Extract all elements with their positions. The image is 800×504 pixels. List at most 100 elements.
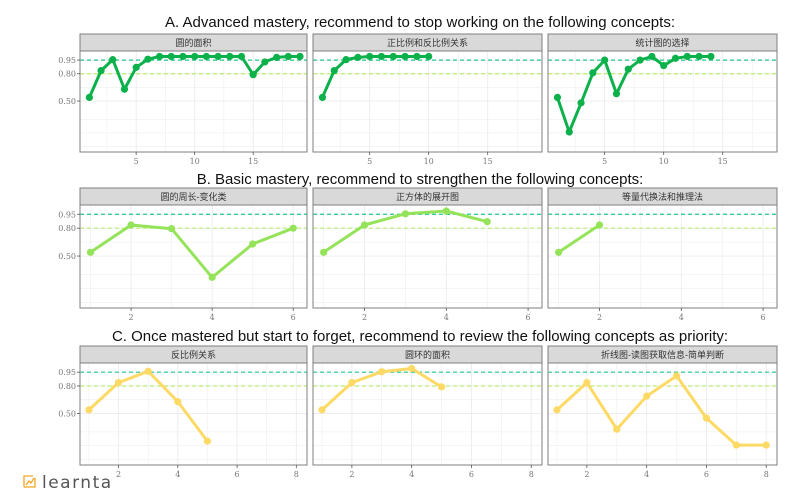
x-tick-label: 10 (659, 157, 669, 166)
data-point (732, 441, 740, 449)
data-point (366, 52, 374, 61)
x-tick-label: 6 (235, 470, 240, 479)
data-point (214, 52, 222, 61)
row-a: A. Advanced mastery, recommend to stop w… (58, 14, 778, 166)
logo-mark-icon (23, 475, 36, 488)
y-tick-label: 0.80 (58, 224, 76, 233)
data-point (671, 54, 680, 62)
data-point (601, 56, 609, 64)
data-point (401, 52, 409, 61)
x-tick-label: 5 (602, 157, 607, 166)
data-point (648, 52, 656, 61)
data-point (167, 52, 175, 61)
x-tick-label: 8 (764, 470, 769, 479)
facet-title: 圆环的面积 (405, 349, 450, 361)
y-tick-label: 0.95 (58, 56, 76, 65)
data-point (483, 218, 491, 226)
data-point (202, 52, 210, 61)
data-point (437, 383, 446, 391)
x-tick-label: 5 (367, 157, 372, 166)
data-point (360, 221, 369, 229)
x-tick-label: 4 (444, 313, 449, 322)
data-point (762, 441, 770, 449)
data-point (144, 367, 152, 375)
x-tick-label: 2 (362, 313, 367, 322)
series-line (321, 55, 429, 99)
x-tick-label: 4 (409, 470, 414, 479)
logo-text: learnta (42, 473, 113, 493)
data-point (660, 61, 668, 70)
panel-border (547, 362, 778, 466)
data-point (320, 248, 328, 256)
x-tick-label: 10 (424, 157, 434, 166)
x-tick-label: 4 (210, 313, 215, 322)
x-tick-label: 2 (584, 470, 589, 479)
panel-border (312, 204, 543, 309)
x-tick-label: 6 (291, 313, 296, 322)
data-point (179, 52, 187, 61)
data-point (624, 65, 632, 73)
x-tick-label: 4 (175, 470, 180, 479)
y-tick-label: 0.80 (58, 70, 76, 79)
facet-title: 等量代换法和推理法 (622, 191, 703, 203)
data-point (589, 69, 597, 77)
data-point (249, 240, 257, 248)
facet-title: 折线图-读图获取信息-简单判断 (601, 349, 724, 361)
facet-title: 正方体的展开图 (396, 191, 459, 203)
data-point (348, 378, 356, 387)
x-tick-label: 2 (116, 470, 121, 479)
x-tick-label: 5 (134, 157, 139, 166)
x-tick-label: 4 (644, 470, 649, 479)
logo-chart-icon (25, 477, 35, 486)
x-tick-label: 2 (349, 470, 354, 479)
x-tick-label: 8 (294, 470, 299, 479)
data-point (318, 406, 326, 414)
data-point (389, 52, 397, 61)
data-point (577, 99, 585, 107)
data-point (85, 93, 93, 102)
data-point (261, 58, 269, 66)
data-point (612, 90, 621, 98)
plot-area (548, 363, 777, 465)
data-point (237, 52, 246, 61)
data-point (378, 368, 386, 376)
plot-area (313, 205, 542, 308)
x-tick-label: 4 (679, 313, 684, 322)
facet-panel: 正方体的展开图 2 4 6 (312, 187, 543, 322)
data-point (636, 56, 644, 64)
data-point (377, 52, 386, 61)
panel-border (312, 50, 543, 153)
data-point (425, 52, 433, 61)
data-point (203, 437, 212, 445)
data-point (168, 225, 176, 233)
data-point (643, 392, 651, 400)
data-point (284, 52, 292, 61)
row-b: B. Basic mastery, recommend to strengthe… (58, 171, 778, 322)
data-point (296, 52, 304, 61)
panel-border (79, 50, 308, 153)
x-tick-label: 6 (469, 470, 474, 479)
facet-title: 圆的面积 (175, 37, 211, 49)
panel-border (312, 362, 543, 466)
data-point (249, 71, 257, 79)
x-tick-label: 2 (129, 313, 134, 322)
data-point (401, 210, 410, 218)
row-c: C. Once mastered but start to forget, re… (58, 328, 778, 479)
data-point (191, 52, 199, 61)
row-title: C. Once mastered but start to forget, re… (112, 328, 728, 345)
y-tick-label: 0.80 (58, 382, 76, 391)
data-point (583, 378, 591, 387)
data-point (174, 397, 182, 406)
data-point (289, 224, 297, 232)
data-point (86, 248, 95, 256)
y-tick-label: 0.50 (58, 410, 76, 419)
x-tick-label: 6 (526, 313, 531, 322)
series-line (555, 374, 767, 447)
series-line (89, 223, 294, 279)
